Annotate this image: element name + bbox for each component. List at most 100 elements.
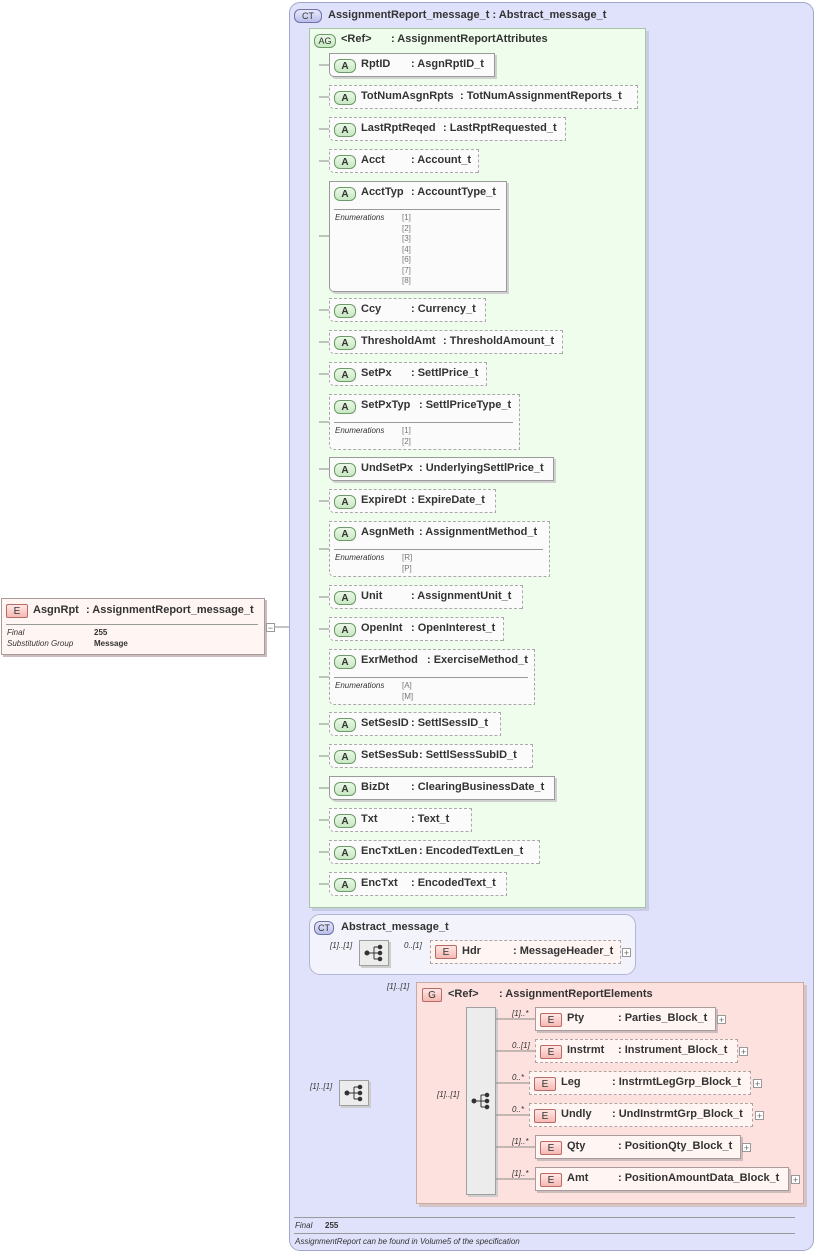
element-type: : InstrmtLegGrp_Block_t [612, 1076, 741, 1088]
attribute-txt[interactable]: A Txt : Text_t [329, 808, 472, 832]
attribute-name: SetPx [361, 367, 392, 379]
attribute-exrmethod[interactable]: A ExrMethod : ExerciseMethod_t Enumerati… [329, 649, 535, 705]
attribute-type: : LastRptRequested_t [443, 122, 557, 134]
divider [334, 209, 500, 210]
attribute-group-ref: <Ref> [341, 33, 372, 45]
element-badge-icon: E [540, 1013, 562, 1027]
attribute-totnumasgnrpts[interactable]: A TotNumAsgnRpts : TotNumAssignmentRepor… [329, 85, 638, 109]
attribute-badge-icon: A [334, 187, 356, 201]
attribute-badge-icon: A [334, 59, 356, 73]
attribute-undsetpx[interactable]: A UndSetPx : UnderlyingSettlPrice_t [329, 457, 554, 481]
attribute-badge-icon: A [334, 368, 356, 382]
attribute-lastrptreqed[interactable]: A LastRptReqed : LastRptRequested_t [329, 117, 566, 141]
element-type: : UndInstrmtGrp_Block_t [612, 1108, 743, 1120]
attribute-openint[interactable]: A OpenInt : OpenInterest_t [329, 617, 504, 641]
attribute-accttyp[interactable]: A AcctTyp : AccountType_t Enumerations [… [329, 181, 507, 292]
prop-label-final: Final [7, 628, 25, 637]
element-pty[interactable]: E Pty : Parties_Block_t [535, 1007, 716, 1031]
element-cardinality: 0..* [512, 1105, 525, 1114]
element-type: : Parties_Block_t [618, 1012, 708, 1024]
attribute-name: AcctTyp [361, 186, 404, 198]
element-badge-icon: E [534, 1077, 556, 1091]
outer-sequence-icon[interactable] [339, 1080, 369, 1106]
attribute-badge-icon: A [334, 750, 356, 764]
sequence-icon[interactable] [359, 940, 389, 966]
expand-icon[interactable]: + [717, 1015, 726, 1025]
attribute-setpx[interactable]: A SetPx : SettlPrice_t [329, 362, 487, 386]
expand-icon[interactable]: + [622, 948, 631, 958]
collapse-icon[interactable]: − [266, 623, 275, 633]
attribute-setsessub[interactable]: A SetSesSub : SettlSessSubID_t [329, 744, 533, 768]
expand-icon[interactable]: + [755, 1111, 764, 1121]
divider [334, 422, 513, 423]
element-badge-icon: E [435, 945, 457, 959]
footer-divider [294, 1217, 795, 1218]
expand-icon[interactable]: + [742, 1143, 751, 1153]
attribute-badge-icon: A [334, 463, 356, 477]
attribute-type: : SettlSessSubID_t [419, 749, 517, 761]
prop-value-final: 255 [94, 628, 108, 637]
group-sequence-cardinality: [1]..[1] [437, 1090, 460, 1099]
attribute-badge-icon: A [334, 782, 356, 796]
attribute-asgnmeth[interactable]: A AsgnMeth : AssignmentMethod_t Enumerat… [329, 521, 550, 577]
element-cardinality: [1]..* [512, 1009, 529, 1018]
attribute-type: : AsgnRptID_t [411, 58, 484, 70]
sequence-symbol-icon [471, 1092, 490, 1110]
attribute-badge-icon: A [334, 718, 356, 732]
footer-note: AssignmentReport can be found in Volume5… [295, 1237, 520, 1246]
element-name: Qty [567, 1140, 586, 1152]
root-element-name: AsgnRpt [33, 604, 79, 616]
attribute-type: : Account_t [411, 154, 472, 166]
attribute-acct[interactable]: A Acct : Account_t [329, 149, 479, 173]
attribute-name: AsgnMeth [361, 526, 415, 538]
divider [334, 549, 543, 550]
attribute-setpxtyp[interactable]: A SetPxTyp : SettlPriceType_t Enumeratio… [329, 394, 520, 450]
attribute-enctxt[interactable]: A EncTxt : EncodedText_t [329, 872, 507, 896]
attribute-expiredt[interactable]: A ExpireDt : ExpireDate_t [329, 489, 496, 513]
element-badge-icon: E [540, 1141, 562, 1155]
attribute-badge-icon: A [334, 336, 356, 350]
element-hdr[interactable]: E Hdr : MessageHeader_t [430, 940, 621, 964]
element-name: Amt [567, 1172, 589, 1184]
element-type: : Instrument_Block_t [618, 1044, 728, 1056]
attribute-group-badge-icon: AG [314, 34, 336, 48]
attribute-ccy[interactable]: A Ccy : Currency_t [329, 298, 486, 322]
element-instrmt[interactable]: E Instrmt : Instrument_Block_t [535, 1039, 738, 1063]
attribute-type: : Currency_t [411, 303, 476, 315]
attribute-badge-icon: A [334, 591, 356, 605]
attribute-name: TotNumAsgnRpts [361, 90, 454, 102]
enumerations-label: Enumerations [335, 213, 385, 222]
attribute-unit[interactable]: A Unit : AssignmentUnit_t [329, 585, 523, 609]
element-type: : MessageHeader_t [513, 945, 614, 957]
element-badge-icon: E [540, 1045, 562, 1059]
attribute-name: SetPxTyp [361, 399, 411, 411]
attribute-name: SetSesSub [361, 749, 419, 761]
element-badge-icon: E [534, 1109, 556, 1123]
attribute-rptid[interactable]: A RptID : AsgnRptID_t [329, 53, 495, 77]
attribute-type: : AssignmentMethod_t [419, 526, 538, 538]
expand-icon[interactable]: + [753, 1079, 762, 1089]
element-type: : PositionAmountData_Block_t [618, 1172, 780, 1184]
attribute-bizdt[interactable]: A BizDt : ClearingBusinessDate_t [329, 776, 555, 800]
attribute-type: : OpenInterest_t [411, 622, 496, 634]
enumeration-values: [R][P] [402, 553, 413, 573]
element-cardinality: [1]..* [512, 1137, 529, 1146]
attribute-badge-icon: A [334, 123, 356, 137]
element-qty[interactable]: E Qty : PositionQty_Block_t [535, 1135, 741, 1159]
expand-icon[interactable]: + [739, 1047, 748, 1057]
expand-icon[interactable]: + [791, 1175, 800, 1185]
attribute-enctxtlen[interactable]: A EncTxtLen : EncodedTextLen_t [329, 840, 540, 864]
root-element-box[interactable]: E AsgnRpt : AssignmentReport_message_t F… [1, 598, 265, 655]
attribute-thresholdamt[interactable]: A ThresholdAmt : ThresholdAmount_t [329, 330, 563, 354]
group-sequence-icon[interactable] [466, 1007, 496, 1195]
attribute-name: EncTxtLen [361, 845, 418, 857]
element-leg[interactable]: E Leg : InstrmtLegGrp_Block_t [529, 1071, 751, 1095]
enumeration-values: [A][M] [402, 681, 414, 701]
attribute-type: : TotNumAssignmentReports_t [460, 90, 622, 102]
attribute-type: : SettlSessID_t [411, 717, 489, 729]
element-amt[interactable]: E Amt : PositionAmountData_Block_t [535, 1167, 789, 1191]
attribute-setsesid[interactable]: A SetSesID : SettlSessID_t [329, 712, 501, 736]
group-badge-icon: G [422, 988, 442, 1002]
element-undly[interactable]: E Undly : UndInstrmtGrp_Block_t [529, 1103, 753, 1127]
